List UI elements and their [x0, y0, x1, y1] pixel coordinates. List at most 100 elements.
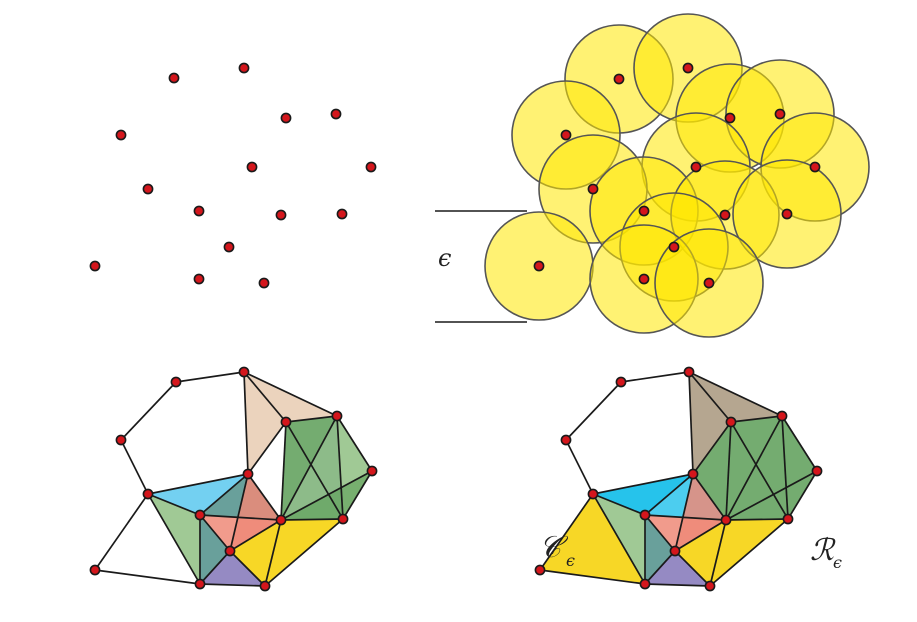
edge [247, 473, 282, 521]
point [258, 277, 270, 289]
point [89, 260, 101, 272]
triangle-face [645, 551, 710, 586]
edge [94, 569, 201, 585]
edge [592, 493, 646, 585]
point [193, 273, 205, 285]
edge [644, 514, 727, 521]
edge [787, 470, 818, 520]
edge [243, 371, 287, 423]
edge [620, 371, 690, 383]
triangle-face [148, 474, 248, 515]
edge [120, 381, 177, 441]
edge [781, 415, 818, 472]
point [193, 205, 205, 217]
vertex [366, 465, 378, 477]
point [690, 161, 702, 173]
triangle-face [645, 515, 726, 551]
point [533, 260, 545, 272]
edge [565, 381, 622, 441]
vertex [683, 366, 695, 378]
edge [229, 473, 249, 552]
point [560, 129, 572, 141]
point [238, 62, 250, 74]
edge [674, 550, 711, 587]
edge [336, 415, 373, 472]
point [280, 112, 292, 124]
edge [725, 518, 789, 521]
edge [147, 493, 201, 585]
vertex [704, 580, 716, 592]
edge [264, 518, 344, 587]
edge [342, 470, 373, 520]
point [142, 183, 154, 195]
edge [592, 493, 646, 516]
edge [229, 519, 282, 552]
vertex [275, 514, 287, 526]
edge [199, 550, 231, 585]
vertex [587, 488, 599, 500]
vertex [331, 410, 343, 422]
triangle-face [244, 372, 286, 474]
triangle-face [200, 551, 265, 586]
point [668, 241, 680, 253]
epsilon-label: ϵ [438, 244, 451, 272]
epsilon-scale-marker: ϵ [435, 210, 527, 323]
triangle-face [689, 372, 782, 422]
point [223, 241, 235, 253]
vertex [170, 376, 182, 388]
vertex [534, 564, 546, 576]
edge [199, 583, 266, 587]
cech-subscript: ϵ [566, 551, 575, 570]
point [168, 72, 180, 84]
edge [285, 421, 344, 520]
edge [725, 470, 818, 521]
point [365, 161, 377, 173]
point [638, 273, 650, 285]
triangle-face [244, 372, 337, 422]
point [703, 277, 715, 289]
vertex [560, 434, 572, 446]
edge [644, 583, 711, 587]
edge [280, 415, 338, 521]
vertex [725, 416, 737, 428]
vertex [669, 545, 681, 557]
vertex [242, 468, 254, 480]
vertex [194, 509, 206, 521]
point [719, 209, 731, 221]
edge [243, 371, 249, 475]
edge [674, 519, 727, 552]
edge [565, 439, 594, 495]
vertex [238, 366, 250, 378]
point [246, 161, 258, 173]
triangle-face [540, 494, 645, 584]
cech-complex-panel [89, 366, 378, 592]
edge [280, 518, 344, 521]
triangle-face [726, 416, 817, 520]
triangle-face [200, 515, 281, 551]
edge [147, 473, 249, 495]
edge [147, 493, 201, 516]
edge [709, 519, 727, 587]
vertex [142, 488, 154, 500]
vertex [259, 580, 271, 592]
edge [592, 473, 694, 495]
edge [725, 421, 732, 521]
rips-label: ℛ ϵ [810, 533, 842, 572]
point [613, 73, 625, 85]
vertex [224, 545, 236, 557]
point [781, 208, 793, 220]
edge [692, 421, 732, 475]
edge [674, 473, 694, 552]
edge [120, 439, 149, 495]
edge [688, 371, 732, 423]
triangle-face [593, 474, 693, 515]
point [587, 183, 599, 195]
triangle-face [693, 422, 731, 520]
point [809, 161, 821, 173]
edge [199, 514, 282, 521]
point-cloud-panel [89, 62, 377, 289]
rips-complex-panel [534, 366, 823, 592]
edge [725, 415, 783, 521]
edge [264, 519, 282, 587]
